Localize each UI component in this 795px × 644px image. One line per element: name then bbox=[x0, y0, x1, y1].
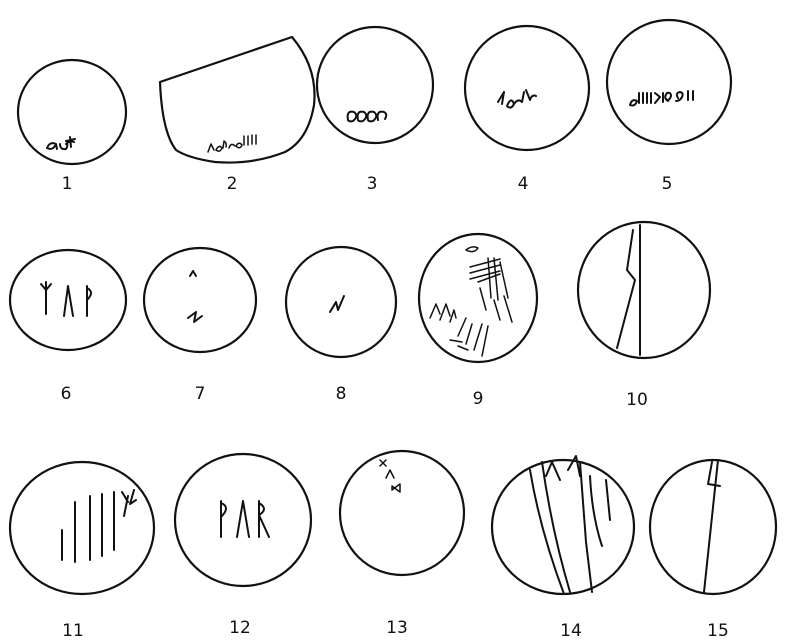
disc-12 bbox=[175, 454, 311, 586]
disc-number-14: 14 bbox=[560, 621, 582, 641]
disc-14 bbox=[492, 456, 634, 594]
disc-number-10: 10 bbox=[626, 390, 648, 410]
disc-3 bbox=[317, 27, 433, 143]
disc-number-1: 1 bbox=[62, 174, 73, 194]
disc-number-6: 6 bbox=[61, 384, 72, 404]
disc-number-8: 8 bbox=[336, 384, 347, 404]
disc-4 bbox=[465, 26, 589, 150]
disc-number-13: 13 bbox=[386, 618, 408, 638]
disc-number-15: 15 bbox=[707, 621, 729, 641]
disc-5 bbox=[607, 20, 731, 144]
disc-2 bbox=[160, 37, 315, 163]
disc-11 bbox=[10, 462, 154, 594]
disc-6 bbox=[10, 250, 126, 350]
disc-10 bbox=[578, 222, 710, 358]
disc-number-11: 11 bbox=[62, 621, 84, 641]
disc-number-12: 12 bbox=[229, 618, 251, 638]
disc-number-7: 7 bbox=[195, 384, 206, 404]
disc-8 bbox=[286, 247, 396, 357]
disc-number-2: 2 bbox=[227, 174, 238, 194]
disc-9 bbox=[419, 234, 537, 362]
disc-13 bbox=[340, 451, 464, 575]
disc-1 bbox=[18, 60, 126, 164]
disc-15 bbox=[650, 460, 776, 594]
disc-number-3: 3 bbox=[367, 174, 378, 194]
disc-number-9: 9 bbox=[473, 389, 484, 409]
disc-number-4: 4 bbox=[518, 174, 529, 194]
disc-7 bbox=[144, 248, 256, 352]
disc-number-5: 5 bbox=[662, 174, 673, 194]
